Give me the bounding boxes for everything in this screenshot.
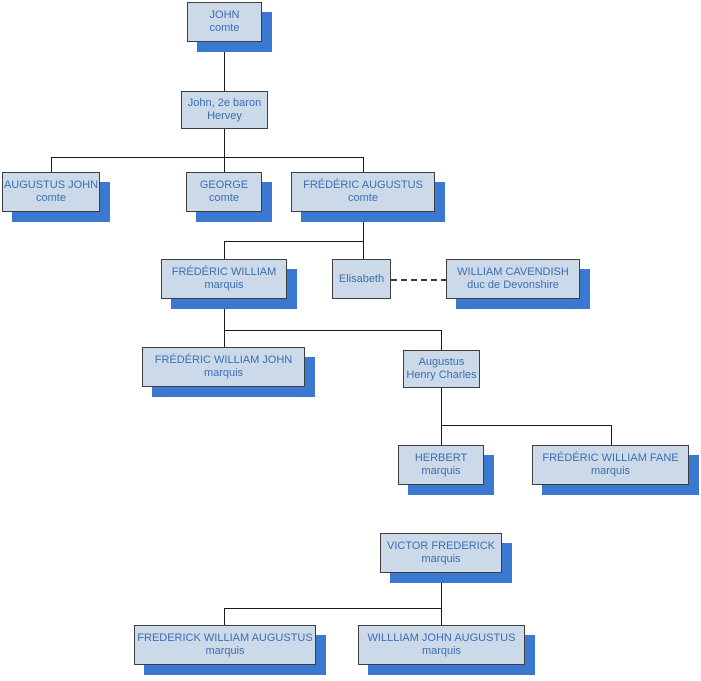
node-name: GEORGE: [199, 179, 249, 192]
node-name: John, 2e baron: [187, 97, 262, 110]
node-name: FRÉDÉRIC WILLIAM JOHN: [154, 354, 293, 367]
connector-e-wmjohnaug-drop: [441, 608, 442, 625]
node-name: WILLLIAM JOHN AUGUSTUS: [367, 632, 516, 645]
connector-e-george-drop: [224, 157, 225, 172]
connector-e-gen6-bus: [441, 425, 612, 426]
node-name: JOHN: [209, 9, 240, 22]
node-title: comte: [348, 192, 378, 204]
node-name: Augustus: [418, 356, 465, 369]
connector-e-fredwmfane-drop: [611, 425, 612, 445]
connector-e-fredwmaug-drop: [224, 608, 225, 625]
node-title: marquis: [205, 645, 245, 657]
connector-e-victorfred-down: [441, 573, 442, 608]
connector-e-john2e-down: [224, 129, 225, 157]
connector-e-fredwmjohn-drop: [224, 330, 225, 347]
connector-e-fredaug-down: [363, 212, 364, 259]
node-title: comte: [36, 192, 66, 204]
node-name: WILLIAM CAVENDISH: [457, 266, 569, 279]
node-name: FREDERICK WILLIAM AUGUSTUS: [137, 632, 313, 645]
connector-e-fredaug-drop: [363, 157, 364, 172]
node-elisabeth[interactable]: Elisabeth: [332, 259, 391, 299]
connector-e-gen8-bus: [224, 608, 442, 609]
node-name: AUGUSTUS JOHN: [3, 179, 99, 192]
connector-e-fredwm-down: [224, 299, 225, 347]
connector-e-marriage-dashed: [391, 279, 447, 281]
connector-e-herbert-drop: [441, 425, 442, 445]
node-name: FRÉDÉRIC WILLIAM FANE: [542, 452, 679, 465]
connector-e-augustusjohn-drop: [51, 157, 52, 172]
node-title: marquis: [590, 465, 631, 477]
node-title: Henry Charles: [406, 369, 477, 381]
connector-e-augushenry-down: [441, 388, 442, 425]
node-name: FRÉDÉRIC WILLIAM: [171, 266, 277, 279]
connector-e-fredwm-drop: [224, 241, 225, 259]
connector-e-gen4-bus: [224, 241, 364, 242]
node-title: marquis: [421, 553, 461, 565]
node-title: duc de Devonshire: [467, 279, 559, 291]
node-name: FRÉDÉRIC AUGUSTUS: [303, 179, 423, 192]
node-title: Hervey: [207, 110, 242, 122]
node-title: marquis: [203, 367, 244, 379]
connector-e-john-down: [224, 42, 225, 91]
node-name: Elisabeth: [338, 272, 385, 285]
node-name: HERBERT: [414, 452, 468, 465]
connector-e-augushenry-drop: [441, 330, 442, 350]
node-title: marquis: [421, 465, 461, 477]
node-title: marquis: [204, 279, 244, 291]
connector-e-gen3-bus: [51, 157, 364, 158]
node-title: comte: [209, 22, 240, 34]
connector-e-gen5-bus: [224, 330, 442, 331]
node-name: VICTOR FREDERICK: [387, 540, 495, 553]
node-title: comte: [209, 192, 239, 204]
node-title: marquis: [421, 645, 462, 657]
